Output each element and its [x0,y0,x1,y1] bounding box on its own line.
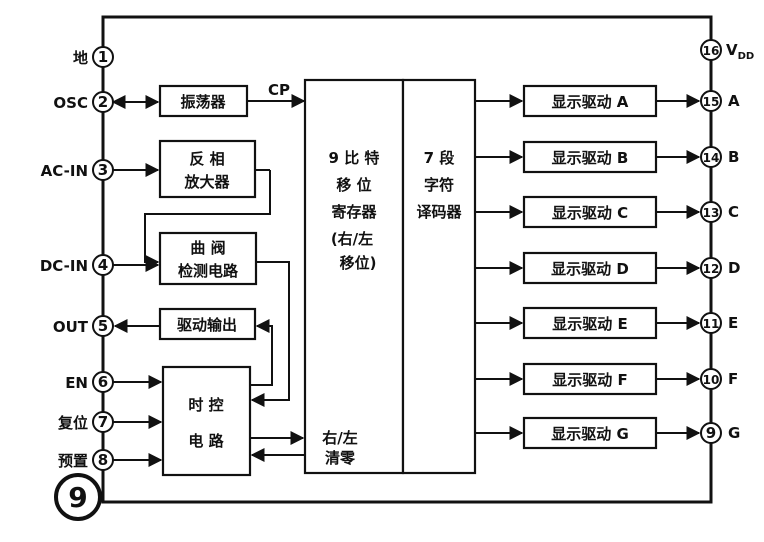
display-driver-b-label: 显示驱动 B [552,149,629,167]
pin-15: 15 A [700,90,740,112]
display-driver-d-label: 显示驱动 D [551,260,629,278]
driver-output-block: 驱动输出 [158,307,257,341]
detection-circuit-block: 曲 阀 检测电路 [158,231,258,286]
right-pins: 15 A 14 B 13 C 12 D 11 E 10 F [700,90,740,444]
pin-9-label: G [728,424,740,442]
pin-7-label: 复位 [57,414,88,432]
pin-14: 14 B [700,146,739,168]
pin-9: 9 G [700,422,740,444]
pin-4: DC-IN 4 [40,254,114,276]
pin-13-label: C [728,203,739,221]
pin-14-label: B [728,148,739,166]
display-driver-a: 显示驱动 A [522,84,658,118]
figure-number: 9 [68,481,87,514]
pin-15-label: A [728,92,740,110]
pin-12-label: D [728,259,740,277]
pin-1: 地 1 [73,46,114,68]
pin-15-number: 15 [703,95,720,109]
display-drivers: 显示驱动 A 显示驱动 B 显示驱动 C 显示驱动 D 显示驱动 E 显示驱动 … [522,84,658,450]
oscillator-label: 振荡器 [180,93,226,111]
left-pins: 地 1 OSC 2 AC-IN 3 DC-IN 4 OUT 5 EN 6 [40,46,114,471]
pin-2-label: OSC [53,94,88,112]
decoder-line3: 译码器 [416,203,462,221]
pin-14-number: 14 [703,151,720,165]
inverting-amplifier-block: 反 相 放大器 [158,139,257,199]
pin-10-number: 10 [703,373,720,387]
pin-9-number: 9 [706,424,716,442]
display-driver-a-label: 显示驱动 A [552,93,629,111]
pin-6-label: EN [65,374,88,392]
pin-16-number: 16 [703,44,720,58]
pin-10-label: F [728,370,738,388]
vdd-label-sub: DD [738,51,755,62]
pin-4-number: 4 [98,256,108,274]
pin-11: 11 E [700,312,738,334]
pin-13-number: 13 [703,206,720,220]
shift-register-line4: (右/左 [331,230,373,248]
decoder-block: 7 段 字符 译码器 [401,78,477,475]
detection-circuit-line2: 检测电路 [178,262,239,280]
display-driver-b: 显示驱动 B [522,140,658,174]
shift-register-line2: 移 位 [336,176,371,194]
inverting-amplifier-line2: 放大器 [183,173,230,191]
display-driver-e-label: 显示驱动 E [552,315,627,333]
pin-12-number: 12 [703,262,720,276]
display-driver-f-label: 显示驱动 F [552,371,627,389]
connection-wires [111,94,701,467]
pin-11-number: 11 [703,317,720,331]
pin-2: OSC 2 [53,91,114,113]
pin-10: 10 F [700,368,738,390]
timing-control-block: 时 控 电 路 [161,365,252,477]
pin-7: 复位 7 [57,411,114,433]
pin-8: 预置 8 [58,449,114,471]
display-driver-f: 显示驱动 F [522,362,658,396]
pin-11-label: E [728,314,738,332]
display-driver-e: 显示驱动 E [522,306,658,340]
driver-output-label: 驱动输出 [177,316,237,334]
pin-5-label: OUT [53,318,89,336]
cp-label: CP [268,81,290,99]
shift-register-line1: 9 比 特 [329,149,380,167]
display-driver-d: 显示驱动 D [522,251,658,285]
pin-12: 12 D [700,257,740,279]
decoder-line2: 字符 [424,176,454,194]
timing-control-line2: 电 路 [188,432,224,450]
decoder-line1: 7 段 [424,149,455,167]
pin-5: OUT 5 [53,315,114,337]
shift-register-line3: 寄存器 [331,203,377,221]
detection-circuit-line1: 曲 阀 [190,239,225,257]
display-driver-c-label: 显示驱动 C [552,204,628,222]
display-driver-g: 显示驱动 G [522,416,658,450]
shift-clear-line2: 清零 [325,449,356,467]
pin-2-number: 2 [98,93,108,111]
figure-number-badge: 9 [54,473,102,521]
pin-1-label: 地 [73,49,88,67]
pin-5-number: 5 [98,317,108,335]
pin-1-number: 1 [98,48,108,66]
pin-3-number: 3 [98,161,108,179]
display-driver-c: 显示驱动 C [522,195,658,229]
timing-control-line1: 时 控 [188,396,223,414]
pin-4-label: DC-IN [40,257,88,275]
pin-3: AC-IN 3 [41,159,114,181]
vdd-label-main: V [726,41,738,59]
pin-16-vdd: 16 VDD [700,39,754,62]
pin-7-number: 7 [98,413,108,431]
pin-8-number: 8 [98,451,108,469]
oscillator-block: 振荡器 [158,84,249,118]
shift-register-block: 9 比 特 移 位 寄存器 (右/左 移位) 右/左 清零 [303,78,405,475]
vdd-label: VDD [726,41,754,62]
shift-clear-line1: 右/左 [322,429,357,447]
display-driver-g-label: 显示驱动 G [551,425,629,443]
pin-3-label: AC-IN [41,162,88,180]
pin-6-number: 6 [98,373,108,391]
inverting-amplifier-line1: 反 相 [189,150,224,168]
pin-13: 13 C [700,201,739,223]
pin-8-label: 预置 [58,452,88,470]
shift-register-line5: 移位) [340,254,377,272]
pin-6: EN 6 [65,371,114,393]
